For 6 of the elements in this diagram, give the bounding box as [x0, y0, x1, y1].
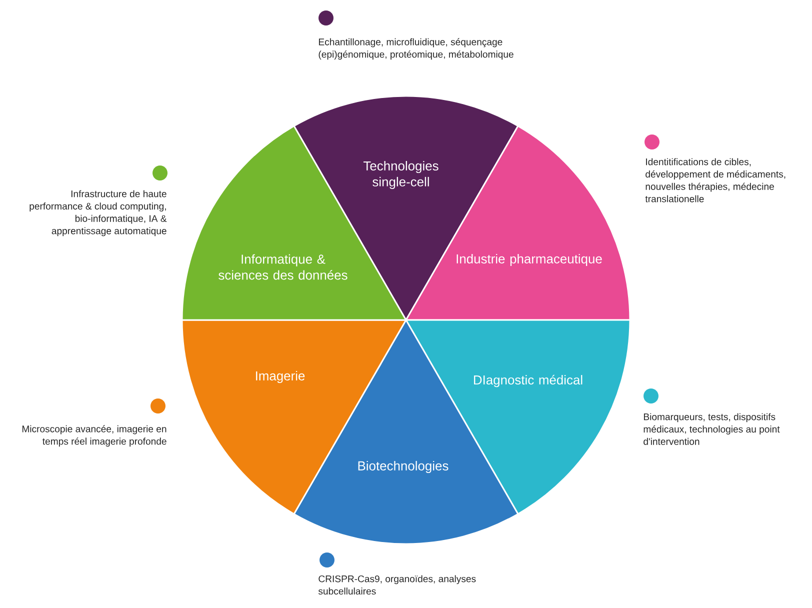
description-text: Biomarqueurs, tests, dispositifs médicaux, technologies au point d'intervention	[644, 413, 780, 445]
description-text: CRISPR-Cas9, organoïdes, analyses subcellulaires	[318, 575, 476, 595]
description-text: Microscopie avancée, imagerie en temps réel imagerie profonde	[22, 425, 166, 447]
description-text: Identitifications de cibles, développement de médicaments, nouvelles thérapies, médecine translationelle	[645, 158, 786, 202]
description-text: Echantillonage, microfluidique, séquençage (epi)génomique, protéomique, métabolomique	[318, 38, 514, 60]
description-text: Infrastructure de haute performance & cloud computing, bio-informatique, IA & apprentissage automatique	[30, 190, 167, 236]
